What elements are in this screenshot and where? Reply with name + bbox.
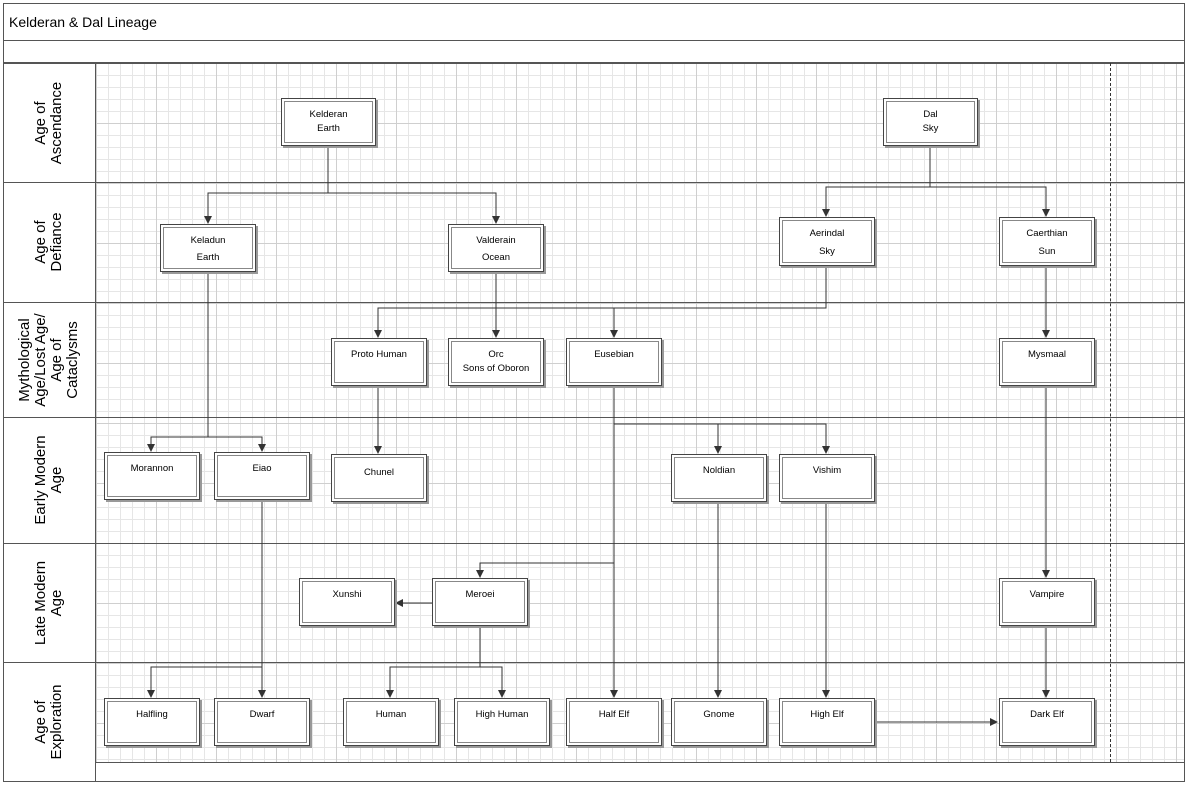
node-name: Halfling xyxy=(136,709,168,720)
lane-divider xyxy=(3,417,1185,418)
header-strip xyxy=(3,41,1185,63)
node-proto-human[interactable]: Proto Human xyxy=(331,338,427,386)
node-name: Eusebian xyxy=(594,349,634,360)
connector-keladun-eiao xyxy=(208,436,266,452)
lane-header-early-modern: Early Modern Age xyxy=(3,417,96,543)
node-kelderan[interactable]: Kelderan Earth xyxy=(281,98,376,146)
node-domain: Earth xyxy=(317,123,340,134)
lane-header-late-modern: Late Modern Age xyxy=(3,543,96,662)
node-name: Orc xyxy=(488,349,504,360)
node-name: Keladun xyxy=(190,235,226,246)
connector-kelderan-keladun xyxy=(204,146,329,224)
node-mysmaal[interactable]: Mysmaal xyxy=(999,338,1095,386)
node-half-elf[interactable]: Half Elf xyxy=(566,698,662,746)
node-high-elf[interactable]: High Elf xyxy=(779,698,875,746)
node-domain: Sons of Oboron xyxy=(462,363,530,374)
node-name: Vampire xyxy=(1029,589,1065,600)
node-dal[interactable]: Dal Sky xyxy=(883,98,978,146)
diagram-title: Kelderan & Dal Lineage xyxy=(9,14,157,30)
node-domain: Sky xyxy=(819,246,835,257)
node-high-human[interactable]: High Human xyxy=(454,698,550,746)
lane-divider xyxy=(3,302,1185,303)
node-name: Dal xyxy=(923,109,938,120)
node-name: Chunel xyxy=(363,467,395,478)
node-name: Caerthian xyxy=(1026,228,1068,239)
swimlane-frame xyxy=(3,63,1185,782)
node-name: Noldian xyxy=(702,465,736,476)
node-name: High Human xyxy=(475,709,529,720)
node-keladun[interactable]: Keladun Earth xyxy=(160,224,256,272)
node-eiao[interactable]: Eiao xyxy=(214,452,310,500)
connector-eiao-halfling xyxy=(147,666,262,698)
connector-aerindal-proto-human xyxy=(374,266,827,338)
node-vishim[interactable]: Vishim xyxy=(779,454,875,502)
connector-meroei-human xyxy=(386,626,481,698)
node-dark-elf[interactable]: Dark Elf xyxy=(999,698,1095,746)
node-name: Vishim xyxy=(812,465,842,476)
connector-meroei-high-human xyxy=(480,666,506,698)
node-name: Eiao xyxy=(252,463,272,474)
node-vampire[interactable]: Vampire xyxy=(999,578,1095,626)
connector-keladun-morannon xyxy=(147,272,209,452)
node-aerindal[interactable]: Aerindal Sky xyxy=(779,217,875,266)
connector-dal-aerindal xyxy=(822,146,931,217)
connector-dal-caerthian xyxy=(930,186,1050,217)
node-name: Human xyxy=(375,709,407,720)
node-eusebian[interactable]: Eusebian xyxy=(566,338,662,386)
node-name: Meroei xyxy=(465,589,495,600)
node-valderain[interactable]: Valderain Ocean xyxy=(448,224,544,272)
node-xunshi[interactable]: Xunshi xyxy=(299,578,395,626)
dashed-boundary-line xyxy=(1110,63,1111,762)
node-orc[interactable]: Orc Sons of Oboron xyxy=(448,338,544,386)
node-name: Aerindal xyxy=(809,228,845,239)
connector-eusebian-meroei xyxy=(476,562,614,578)
node-domain: Earth xyxy=(196,252,220,263)
node-name: Dwarf xyxy=(249,709,275,720)
node-gnome[interactable]: Gnome xyxy=(671,698,767,746)
node-name: Proto Human xyxy=(351,349,407,360)
lane-header-mythological: Mythological Age/Lost Age/ Age of Catacl… xyxy=(3,302,96,417)
node-domain: Sky xyxy=(922,123,939,134)
grid-background xyxy=(96,63,1184,762)
node-domain: Ocean xyxy=(482,252,510,263)
lane-divider xyxy=(3,543,1185,544)
node-meroei[interactable]: Meroei xyxy=(432,578,528,626)
node-name: High Elf xyxy=(810,709,844,720)
node-name: Gnome xyxy=(703,709,735,720)
node-halfling[interactable]: Halfling xyxy=(104,698,200,746)
lane-divider xyxy=(3,662,1185,663)
connector-kelderan-valderain xyxy=(328,192,500,224)
node-caerthian[interactable]: Caerthian Sun xyxy=(999,217,1095,266)
lane-header-defiance: Age of Defiance xyxy=(3,182,96,302)
node-name: Kelderan xyxy=(309,109,348,120)
node-name: Xunshi xyxy=(332,589,362,600)
connector-eusebian-noldian xyxy=(614,423,722,454)
node-name: Half Elf xyxy=(598,709,630,720)
node-dwarf[interactable]: Dwarf xyxy=(214,698,310,746)
node-noldian[interactable]: Noldian xyxy=(671,454,767,502)
node-morannon[interactable]: Morannon xyxy=(104,452,200,500)
node-human[interactable]: Human xyxy=(343,698,439,746)
connector-eusebian-vishim xyxy=(718,423,830,454)
node-chunel[interactable]: Chunel xyxy=(331,454,427,502)
node-name: Dark Elf xyxy=(1030,709,1064,720)
title-bar: Kelderan & Dal Lineage xyxy=(3,3,1185,41)
node-domain: Sun xyxy=(1038,246,1056,257)
lane-header-exploration: Age of Exploration xyxy=(3,662,96,781)
lane-divider xyxy=(3,182,1185,183)
lane-header-ascendance: Age of Ascendance xyxy=(3,63,96,182)
node-name: Mysmaal xyxy=(1027,349,1066,360)
node-name: Valderain xyxy=(476,235,516,246)
node-name: Morannon xyxy=(130,463,174,474)
footer-strip xyxy=(96,762,1184,782)
